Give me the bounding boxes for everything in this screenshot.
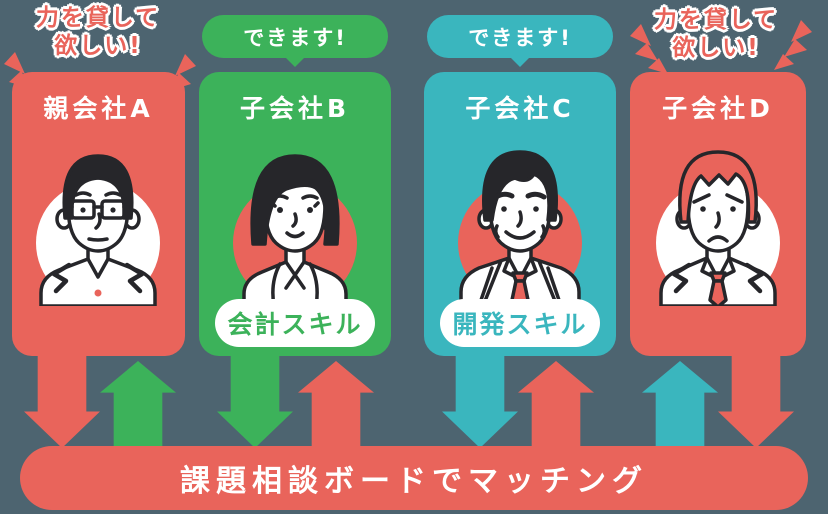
emphasis-rays-icon	[774, 20, 812, 70]
arrow-up-child-b	[298, 361, 374, 449]
callout-child-d: 力を貸して 欲しい!	[624, 6, 812, 74]
arrow-up-child-c	[518, 361, 594, 449]
card-title: 親会社A	[43, 94, 154, 123]
matching-board-bar: 課題相談ボードでマッチング	[20, 446, 808, 510]
avatar-woman-icon	[233, 154, 357, 306]
skill-badge-child-b: 会計スキル	[215, 299, 375, 347]
speech-bubble-child-c: できます!	[427, 15, 613, 58]
skill-badge-label: 開発スキル	[452, 310, 588, 339]
callout-line1: 力を貸して	[35, 5, 161, 31]
callout-line2: 欲しい!	[54, 33, 142, 59]
callout-line1: 力を貸して	[653, 7, 779, 33]
arrow-down-parent-a	[24, 352, 100, 448]
callout-line2: 欲しい!	[672, 35, 760, 61]
card-title: 子会社C	[465, 94, 575, 123]
emphasis-rays-icon	[630, 24, 668, 74]
card-child-b: 子会社B 会計スキル	[199, 72, 391, 356]
avatar-man-smiling-icon	[458, 150, 582, 306]
arrow-up-parent-a	[100, 361, 176, 449]
arrow-down-child-c	[442, 352, 518, 448]
card-parent-a: 親会社A	[12, 72, 185, 356]
arrow-down-child-d	[718, 352, 794, 448]
bubble-label: できます!	[468, 25, 572, 50]
card-child-d: 子会社D	[630, 72, 806, 356]
skill-badge-child-c: 開発スキル	[440, 299, 600, 347]
speech-bubble-child-b: できます!	[202, 15, 388, 58]
avatar-man-worried-icon	[656, 150, 780, 306]
skill-badge-label: 会計スキル	[227, 310, 363, 339]
callout-parent-a: 力を貸して 欲しい!	[4, 4, 196, 104]
avatar-man-glasses-icon	[36, 154, 160, 306]
card-child-c: 子会社C 開発スキル	[424, 72, 616, 356]
arrow-up-child-d	[642, 361, 718, 449]
bubble-label: できます!	[243, 25, 347, 50]
arrow-down-child-b	[217, 352, 293, 448]
board-label: 課題相談ボードでマッチング	[180, 464, 648, 499]
card-title: 子会社D	[662, 94, 774, 123]
card-title: 子会社B	[239, 94, 351, 123]
